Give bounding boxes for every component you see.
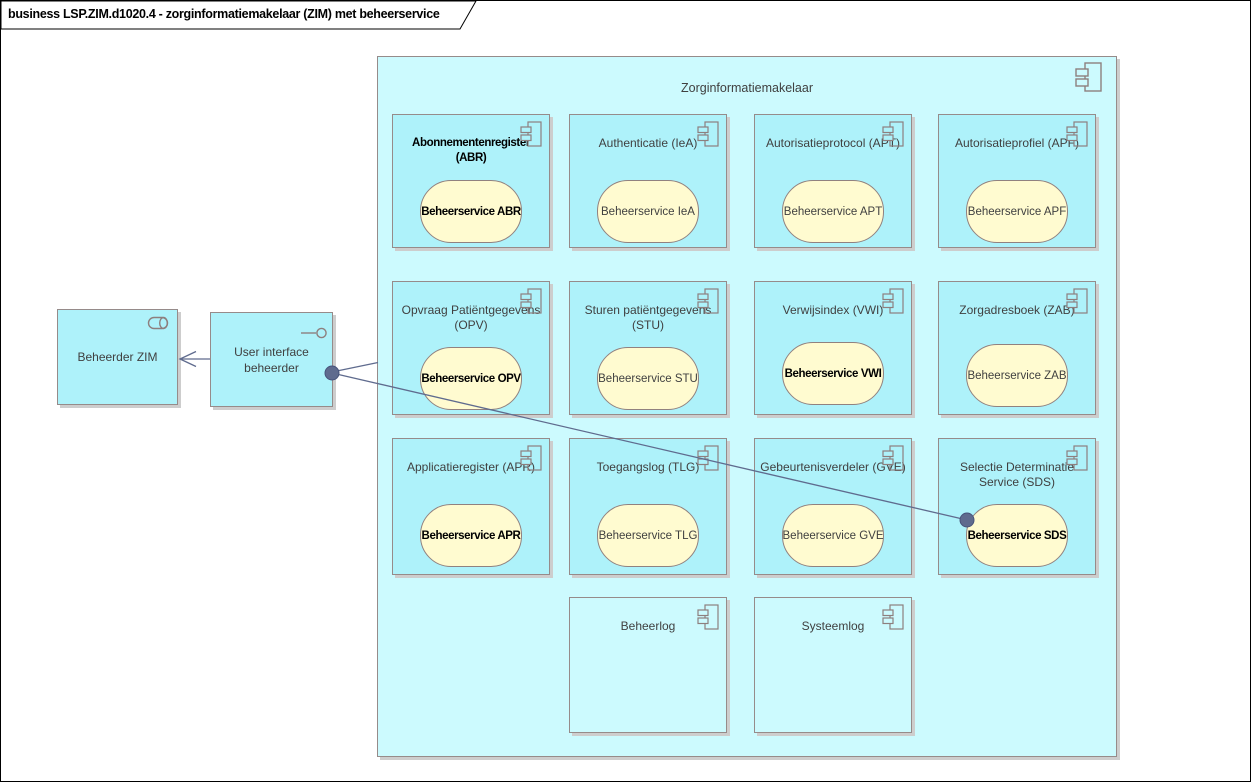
- component-title: Sturen patiëntgegevens (STU): [584, 303, 712, 332]
- uml-component-icon: [882, 121, 904, 147]
- component-title: Selectie Determinatie Service (SDS): [959, 460, 1075, 489]
- service-label: Beheerservice TLG: [598, 529, 698, 542]
- service-beheerservice-zab[interactable]: Beheerservice ZAB: [966, 344, 1068, 407]
- uml-component-icon: [697, 604, 719, 630]
- service-beheerservice-tlg[interactable]: Beheerservice TLG: [597, 504, 699, 567]
- uml-component-icon: [1066, 121, 1088, 147]
- service-label: Beheerservice SDS: [967, 529, 1067, 542]
- service-beheerservice-apt[interactable]: Beheerservice APT: [782, 180, 884, 243]
- service-label: Beheerservice OPV: [421, 372, 521, 385]
- service-beheerservice-apf[interactable]: Beheerservice APF: [966, 180, 1068, 243]
- node-beheerder-zim[interactable]: Beheerder ZIM: [57, 309, 178, 405]
- component-title: Autorisatieprotocol (APT): [765, 136, 901, 150]
- uml-component-icon: [697, 288, 719, 314]
- node-label: Beheerder ZIM: [77, 350, 158, 364]
- node-label: User interface beheerder: [234, 344, 309, 375]
- service-beheerservice-apr[interactable]: Beheerservice APR: [420, 504, 522, 567]
- business-role-icon: [147, 316, 169, 330]
- component-opvraag-patientgegevens-opv[interactable]: Opvraag Patiëntgegevens (OPV) Beheerserv…: [392, 281, 550, 415]
- component-gebeurtenisverdeler-gve[interactable]: Gebeurtenisverdeler (GVE) Beheerservice …: [754, 438, 912, 575]
- service-label: Beheerservice APT: [783, 205, 883, 218]
- component-selectie-determinatie-service-sds[interactable]: Selectie Determinatie Service (SDS) Behe…: [938, 438, 1096, 575]
- service-label: Beheerservice VWI: [784, 367, 882, 380]
- service-beheerservice-gve[interactable]: Beheerservice GVE: [782, 504, 884, 567]
- service-label: Beheerservice APF: [967, 205, 1067, 218]
- component-title: Abonnementenregister (ABR): [412, 137, 530, 164]
- interface-lollipop-icon: [301, 327, 327, 339]
- component-toegangslog-tlg[interactable]: Toegangslog (TLG) Beheerservice TLG: [569, 438, 727, 575]
- node-user-interface-beheerder[interactable]: User interface beheerder: [210, 312, 333, 407]
- uml-component-icon: [697, 121, 719, 147]
- open-arrowhead-icon: [178, 350, 197, 368]
- uml-component-icon: [1066, 445, 1088, 471]
- component-autorisatieprotocol-apt[interactable]: Autorisatieprotocol (APT) Beheerservice …: [754, 114, 912, 248]
- uml-component-icon: [882, 445, 904, 471]
- service-label: Beheerservice IeA: [601, 205, 695, 218]
- connection-ui-to-zim-container[interactable]: [331, 361, 379, 373]
- service-label: Beheerservice APR: [421, 529, 521, 542]
- uml-component-icon: [697, 445, 719, 471]
- component-beheerlog[interactable]: Beheerlog: [569, 597, 727, 733]
- service-label: Beheerservice ZAB: [967, 369, 1067, 382]
- uml-component-icon: [520, 288, 542, 314]
- diagram-title: business LSP.ZIM.d1020.4 - zorginformati…: [8, 7, 440, 21]
- service-beheerservice-opv[interactable]: Beheerservice OPV: [420, 347, 522, 410]
- component-verwijsindex-vwi[interactable]: Verwijsindex (VWI) Beheerservice VWI: [754, 281, 912, 415]
- connection-ui-to-beheerder-zim[interactable]: [178, 350, 210, 368]
- component-applicatieregister-apr[interactable]: Applicatieregister (APR) Beheerservice A…: [392, 438, 550, 575]
- container-title: Zorginformatiemakelaar: [681, 81, 813, 95]
- component-abonnementenregister-abr[interactable]: Abonnementenregister (ABR) Beheerservice…: [392, 114, 550, 248]
- uml-component-icon: [882, 604, 904, 630]
- service-beheerservice-abr[interactable]: Beheerservice ABR: [420, 180, 522, 243]
- uml-component-icon: [882, 288, 904, 314]
- uml-component-icon: [520, 121, 542, 147]
- diagram-title-tab: business LSP.ZIM.d1020.4 - zorginformati…: [1, 1, 481, 31]
- component-autorisatieprofiel-apf[interactable]: Autorisatieprofiel (APF) Beheerservice A…: [938, 114, 1096, 248]
- uml-component-icon: [1066, 288, 1088, 314]
- component-systeemlog[interactable]: Systeemlog: [754, 597, 912, 733]
- component-title: Systeemlog: [801, 619, 865, 633]
- service-label: Beheerservice ABR: [421, 205, 521, 218]
- component-title: Opvraag Patiëntgegevens (OPV): [401, 303, 541, 332]
- component-sturen-patientgegevens-stu[interactable]: Sturen patiëntgegevens (STU) Beheerservi…: [569, 281, 727, 415]
- component-authenticatie-iea[interactable]: Authenticatie (IeA) Beheerservice IeA: [569, 114, 727, 248]
- service-beheerservice-iea[interactable]: Beheerservice IeA: [597, 180, 699, 243]
- service-beheerservice-vwi[interactable]: Beheerservice VWI: [782, 342, 884, 405]
- service-label: Beheerservice GVE: [782, 529, 884, 542]
- uml-component-icon: [520, 445, 542, 471]
- component-title: Zorgadresboek (ZAB): [959, 303, 1075, 317]
- component-zorgadresboek-zab[interactable]: Zorgadresboek (ZAB) Beheerservice ZAB: [938, 281, 1096, 415]
- component-title: Verwijsindex (VWI): [782, 303, 884, 317]
- uml-component-icon: [1075, 62, 1102, 92]
- service-beheerservice-sds[interactable]: Beheerservice SDS: [966, 504, 1068, 567]
- component-title: Beheerlog: [620, 619, 676, 633]
- service-label: Beheerservice STU: [598, 372, 698, 385]
- service-beheerservice-stu[interactable]: Beheerservice STU: [597, 347, 699, 410]
- component-title: Autorisatieprofiel (APF): [954, 136, 1080, 150]
- title-tab-shape: [1, 1, 477, 30]
- component-title: Authenticatie (IeA): [598, 136, 698, 150]
